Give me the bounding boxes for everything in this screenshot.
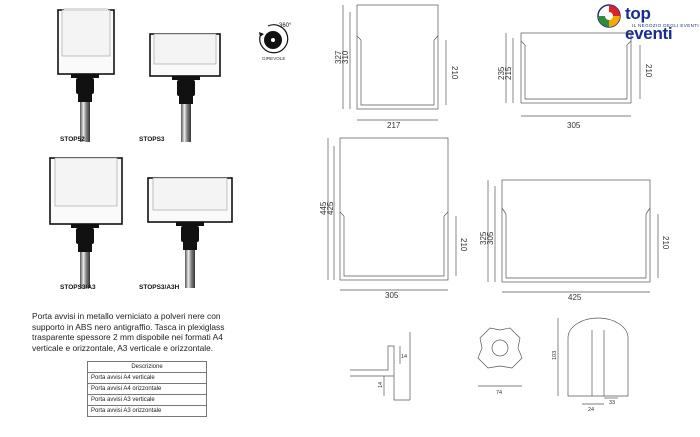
dim-a3v-outer: 445 xyxy=(319,201,328,215)
table-row: Porta avvisi A4 orizzontale xyxy=(87,383,207,395)
dim-a4v-outer: 327 xyxy=(334,50,343,64)
dim-profile-a: 14 xyxy=(401,354,407,360)
dim-a4h-outer: 235 xyxy=(497,66,506,80)
dim-a3h-width: 425 xyxy=(568,293,582,302)
drawing-profile-detail xyxy=(350,332,411,401)
dim-a3v-inner: 425 xyxy=(326,201,335,215)
dim-a4h-inner: 215 xyxy=(504,66,513,80)
rotation-icon xyxy=(259,24,289,54)
dim-profile-b: 14 xyxy=(378,382,384,388)
dim-a3v-pocket: 210 xyxy=(459,238,468,252)
dim-a4h-width: 305 xyxy=(567,121,581,130)
photo-stop52 xyxy=(57,8,115,142)
dim-a3h-pocket: 210 xyxy=(661,236,670,250)
dim-a4v-width: 217 xyxy=(387,121,401,130)
product-label-stops3-a3h: STOPS3/A3H xyxy=(139,284,180,291)
brand-name: top eventi xyxy=(625,4,673,43)
technical-drawings: 327 310 210 217 235 215 210 305 445 425 … xyxy=(319,4,670,413)
brand-logo-icon xyxy=(597,4,621,28)
product-label-stops3: STOPS3 xyxy=(139,136,165,143)
table-header: Descrizione xyxy=(87,361,207,373)
product-description: Porta avvisi in metallo verniciato a pol… xyxy=(32,311,225,353)
table-row: Porta avvisi A3 verticale xyxy=(87,394,207,406)
drawing-clamp-detail xyxy=(557,317,629,405)
dim-clamp-width-a: 24 xyxy=(588,407,594,413)
dim-a3h-inner: 305 xyxy=(486,231,495,245)
dim-a3h-outer: 325 xyxy=(479,231,488,245)
dim-clamp-height: 103 xyxy=(552,351,558,360)
drawing-a3-vertical xyxy=(327,137,457,291)
dim-a4v-inner: 310 xyxy=(341,50,350,64)
dim-clamp-width-b: 33 xyxy=(609,400,615,406)
product-label-stop52: STOP52 xyxy=(60,136,85,143)
drawing-a4-horizontal xyxy=(505,32,641,117)
drawing-base-detail xyxy=(477,327,523,387)
dim-a3v-width: 305 xyxy=(385,291,399,300)
brand-tagline: IL NEGOZIO DEGLI EVENTI xyxy=(632,23,700,28)
product-photos xyxy=(49,8,289,288)
photo-stops3-a3h xyxy=(147,177,233,288)
photo-stops3 xyxy=(149,33,221,142)
table-row: Porta avvisi A3 orizzontale xyxy=(87,405,207,417)
photo-stops3-a3 xyxy=(49,157,123,288)
drawing-a3-horizontal xyxy=(487,179,659,293)
dim-a4v-pocket: 210 xyxy=(450,66,459,80)
table-row: Porta avvisi A4 verticale xyxy=(87,372,207,384)
dim-base-width: 74 xyxy=(496,390,502,396)
product-table: Descrizione Porta avvisi A4 verticale Po… xyxy=(87,361,207,417)
dim-a4h-pocket: 210 xyxy=(644,64,653,78)
drawing-a4-vertical xyxy=(342,4,447,121)
rotation-degrees: 360° xyxy=(279,23,292,29)
product-label-stops3-a3: STOPS3/A3 xyxy=(60,284,96,291)
rotation-label: GIREVOLE xyxy=(262,56,286,61)
